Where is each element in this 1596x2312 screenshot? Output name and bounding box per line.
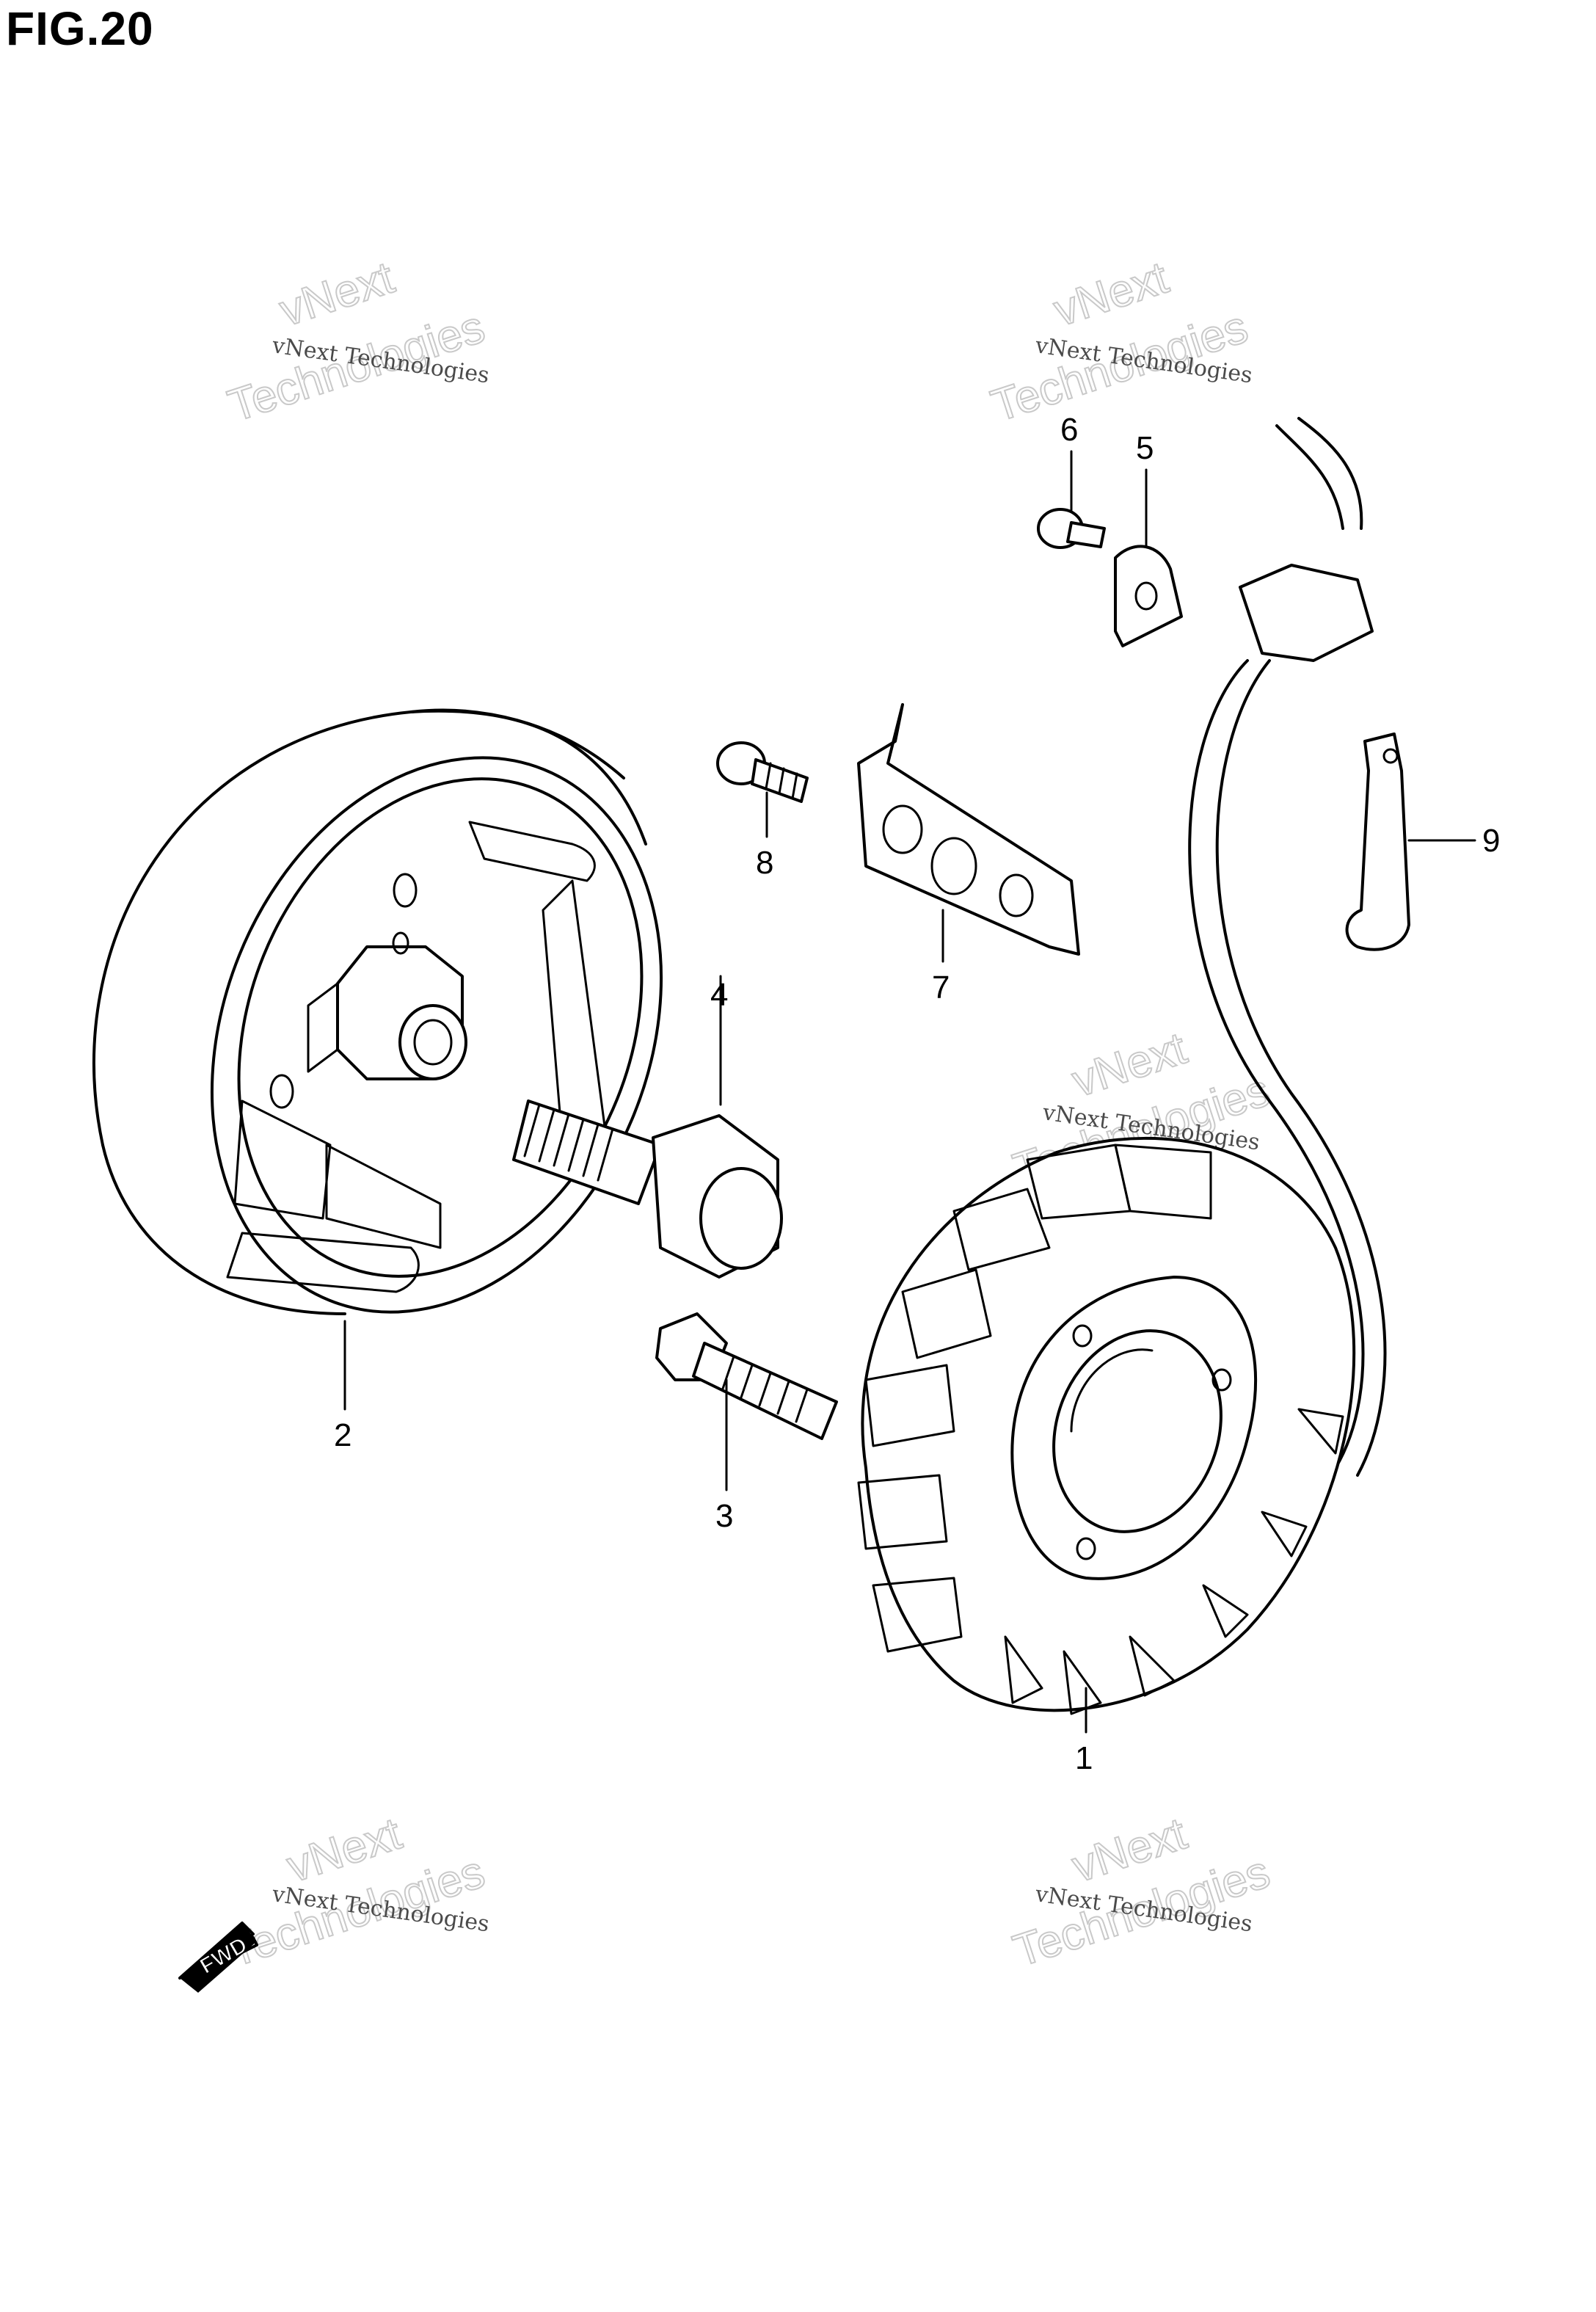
part-rotor-flywheel — [92, 708, 663, 1411]
callout-9: 9 — [1482, 823, 1500, 859]
callout-2: 2 — [334, 1417, 351, 1453]
watermark-top-left: vNext Technologies vNext Technologies — [222, 252, 492, 433]
part-cable-clamp — [1345, 733, 1476, 951]
part-clamp-plate — [857, 703, 1080, 963]
watermark-top-right: vNext Technologies vNext Technologies — [985, 252, 1255, 433]
callout-7: 7 — [932, 970, 950, 1006]
part-stator — [857, 417, 1387, 1734]
part-rotor-bolt — [512, 975, 783, 1279]
watermark-bottom-right: vNext Technologies vNext Technologies — [1007, 1808, 1277, 1978]
callout-6: 6 — [1060, 412, 1078, 448]
callout-8: 8 — [756, 845, 773, 881]
part-screw — [716, 741, 809, 838]
watermark-bottom-left: vNext Technologies vNext Technologies — [222, 1808, 492, 1978]
svg-text:vNext: vNext — [274, 252, 400, 337]
part-stator-bolt — [655, 1312, 838, 1491]
callout-4: 4 — [710, 977, 728, 1013]
callout-1: 1 — [1075, 1740, 1093, 1776]
svg-text:vNext: vNext — [1048, 252, 1174, 337]
callout-5: 5 — [1136, 430, 1154, 466]
callout-3: 3 — [715, 1498, 733, 1534]
part-small-screw — [1037, 450, 1106, 549]
figure-title: FIG.20 — [6, 2, 154, 55]
part-small-clamp — [1114, 468, 1183, 647]
